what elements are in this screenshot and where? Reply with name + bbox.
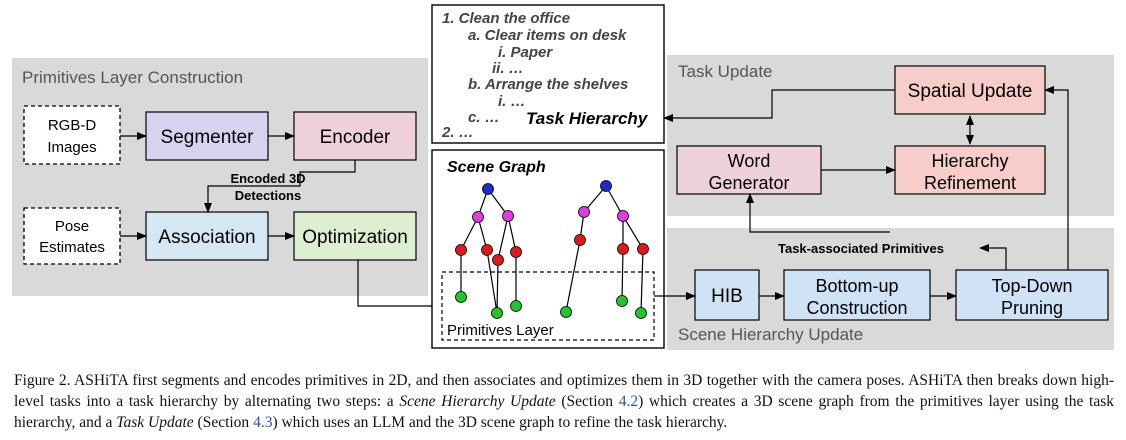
scene-graph-node-magenta <box>578 206 590 218</box>
scene-graph-node-red <box>455 244 467 256</box>
scene-graph-node-red <box>574 234 586 246</box>
association-label: Association <box>158 227 255 248</box>
scene-graph-node-red <box>492 254 504 266</box>
hib-label: HIB <box>711 286 743 307</box>
scene-graph-edge <box>497 215 509 261</box>
task-line-1: 1. Clean the office <box>442 10 570 27</box>
scene-graph-node-green <box>635 307 647 319</box>
pose-estimates-box <box>23 207 121 265</box>
scene-graph-node-green <box>560 306 572 318</box>
segmenter-box <box>145 111 269 161</box>
scene-graph-node-red <box>637 243 649 255</box>
scene-graph-edge <box>507 215 517 253</box>
encoded-detections-label-2: Detections <box>235 188 301 203</box>
arrow-topdown-task-primitives <box>979 244 1007 270</box>
scene-graph-node-red <box>617 243 629 255</box>
segmenter-label: Segmenter <box>161 127 255 148</box>
scene-graph-edge <box>640 248 644 314</box>
task-line-8: 2. … <box>441 124 474 141</box>
scene-graph-tree <box>455 180 649 319</box>
scene-graph-node-red <box>481 244 493 256</box>
rgbd-images-label-1: RGB-D <box>48 117 97 134</box>
scene-graph-node-red <box>510 246 522 258</box>
scene-hierarchy-title: Scene Hierarchy Update <box>678 325 863 344</box>
pose-estimates-label-2: Estimates <box>39 239 105 256</box>
optimization-box <box>293 211 417 261</box>
top-down-box <box>955 269 1109 321</box>
scene-graph-node-rgb-root <box>482 183 494 195</box>
scene-graph-edge <box>486 249 498 314</box>
optimization-label: Optimization <box>302 227 408 248</box>
task-line-4: ii. … <box>492 60 524 77</box>
encoder-label: Encoder <box>320 127 391 148</box>
scene-graph-title: Scene Graph <box>447 159 546 176</box>
association-box <box>145 211 269 261</box>
scene-graph-edge <box>621 248 624 302</box>
primitives-layer-label: Primitives Layer <box>447 322 554 339</box>
word-generator-label-1: Word <box>728 151 771 171</box>
task-hierarchy-label: Task Hierarchy <box>526 109 649 128</box>
figure-caption: Figure 2. ASHiTA first segments and enco… <box>14 372 1114 431</box>
rgbd-images-box <box>23 105 121 165</box>
spatial-update-label: Spatial Update <box>908 81 1033 102</box>
scene-graph-node-magenta <box>617 210 629 222</box>
task-line-2: a. Clear items on desk <box>468 27 627 44</box>
task-hierarchy-box <box>431 4 665 144</box>
top-down-label-1: Top-Down <box>991 276 1072 296</box>
primitives-layer-box <box>441 271 655 341</box>
hierarchy-refinement-box <box>894 145 1046 195</box>
task-associated-primitives-label: Task-associated Primitives <box>778 241 944 256</box>
task-line-7: c. … <box>468 109 500 126</box>
task-line-6: i. … <box>498 93 526 110</box>
task-line-3: i. Paper <box>498 44 553 61</box>
arrow-topdown-spatial <box>1044 86 1069 270</box>
pose-estimates-label-1: Pose <box>55 218 89 235</box>
task-update-title: Task Update <box>678 62 773 81</box>
scene-graph-node-green <box>455 291 467 303</box>
arrow-encoder-association <box>204 160 356 213</box>
bottom-up-box <box>783 269 931 321</box>
rgbd-images-label-2: Images <box>47 139 96 156</box>
hierarchy-refinement-label-1: Hierarchy <box>931 151 1008 171</box>
arrow-spatial-taskhierarchy <box>663 89 895 122</box>
spatial-update-box <box>894 65 1046 115</box>
scene-graph-node-green <box>491 307 503 319</box>
scene-graph-node-rgb-root <box>600 180 612 192</box>
word-generator-label-2: Generator <box>708 173 789 193</box>
arrow-to-wordgen <box>746 193 890 233</box>
bottom-up-label-1: Bottom-up <box>815 276 898 296</box>
arrow-optimization-primitives <box>357 260 443 310</box>
scene-graph-node-magenta <box>472 211 484 223</box>
top-down-label-2: Pruning <box>1001 298 1063 318</box>
scene-graph-edge <box>565 239 581 313</box>
task-line-5: b. Arrange the shelves <box>468 76 628 93</box>
scene-graph-node-green <box>616 295 628 307</box>
scene-graph-node-magenta <box>502 210 514 222</box>
bottom-up-label-2: Construction <box>806 298 907 318</box>
primitives-layer-title: Primitives Layer Construction <box>22 68 243 87</box>
scene-graph-node-green <box>510 300 522 312</box>
hierarchy-refinement-label-2: Refinement <box>924 173 1016 193</box>
encoded-detections-label-1: Encoded 3D <box>230 171 305 186</box>
scene-graph-edge <box>496 259 499 314</box>
scene-graph-edge <box>622 215 644 250</box>
scene-graph-edge <box>460 216 479 251</box>
